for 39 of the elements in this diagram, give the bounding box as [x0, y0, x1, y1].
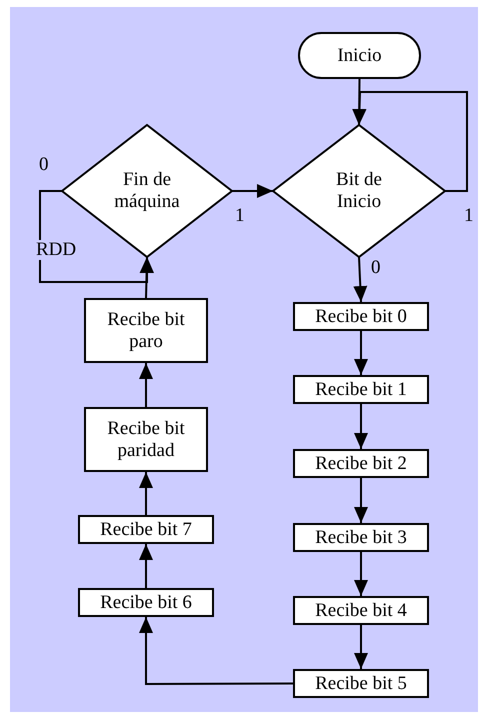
node-label: Inicio	[336, 44, 383, 66]
node-label: Recibe bit 5	[314, 672, 408, 694]
arrow	[354, 478, 368, 523]
arrow	[354, 404, 368, 449]
arrow	[352, 91, 468, 192]
start-terminal	[298, 32, 421, 79]
node-label: Fin de máquina	[113, 169, 181, 213]
node-label: Recibe bit 2	[314, 452, 408, 474]
process-box	[293, 302, 429, 331]
process-box	[293, 375, 429, 404]
process-box	[78, 588, 214, 617]
loop-label: RDD	[35, 240, 78, 260]
arrow	[39, 190, 154, 283]
arrow	[354, 552, 368, 596]
process-box	[293, 596, 429, 625]
node-label: Recibe bit 6	[99, 592, 193, 614]
process-box	[293, 449, 429, 478]
arrow	[139, 472, 153, 515]
process-box	[78, 515, 214, 544]
arrow	[139, 544, 153, 588]
node-label: Recibe bit 1	[314, 378, 408, 400]
node-label: Bit de Inicio	[335, 169, 383, 213]
node-label: Recibe bit 7	[99, 518, 193, 540]
arrow	[139, 617, 293, 685]
node-label: Recibe bit 4	[314, 600, 408, 622]
process-box	[293, 523, 429, 552]
arrow	[354, 331, 368, 375]
process-box	[293, 669, 429, 698]
arrow	[232, 184, 273, 198]
node-label: Recibe bit paro	[106, 308, 186, 352]
arrow	[139, 363, 153, 407]
arrow	[353, 256, 368, 302]
process-box	[84, 298, 208, 363]
arrow	[354, 625, 368, 669]
node-label: Recibe bit 0	[314, 306, 408, 328]
node-label: Recibe bit 3	[314, 526, 408, 548]
node-label: Recibe bit paridad	[106, 418, 186, 462]
decision-diamond	[273, 125, 445, 257]
process-box	[84, 407, 208, 472]
